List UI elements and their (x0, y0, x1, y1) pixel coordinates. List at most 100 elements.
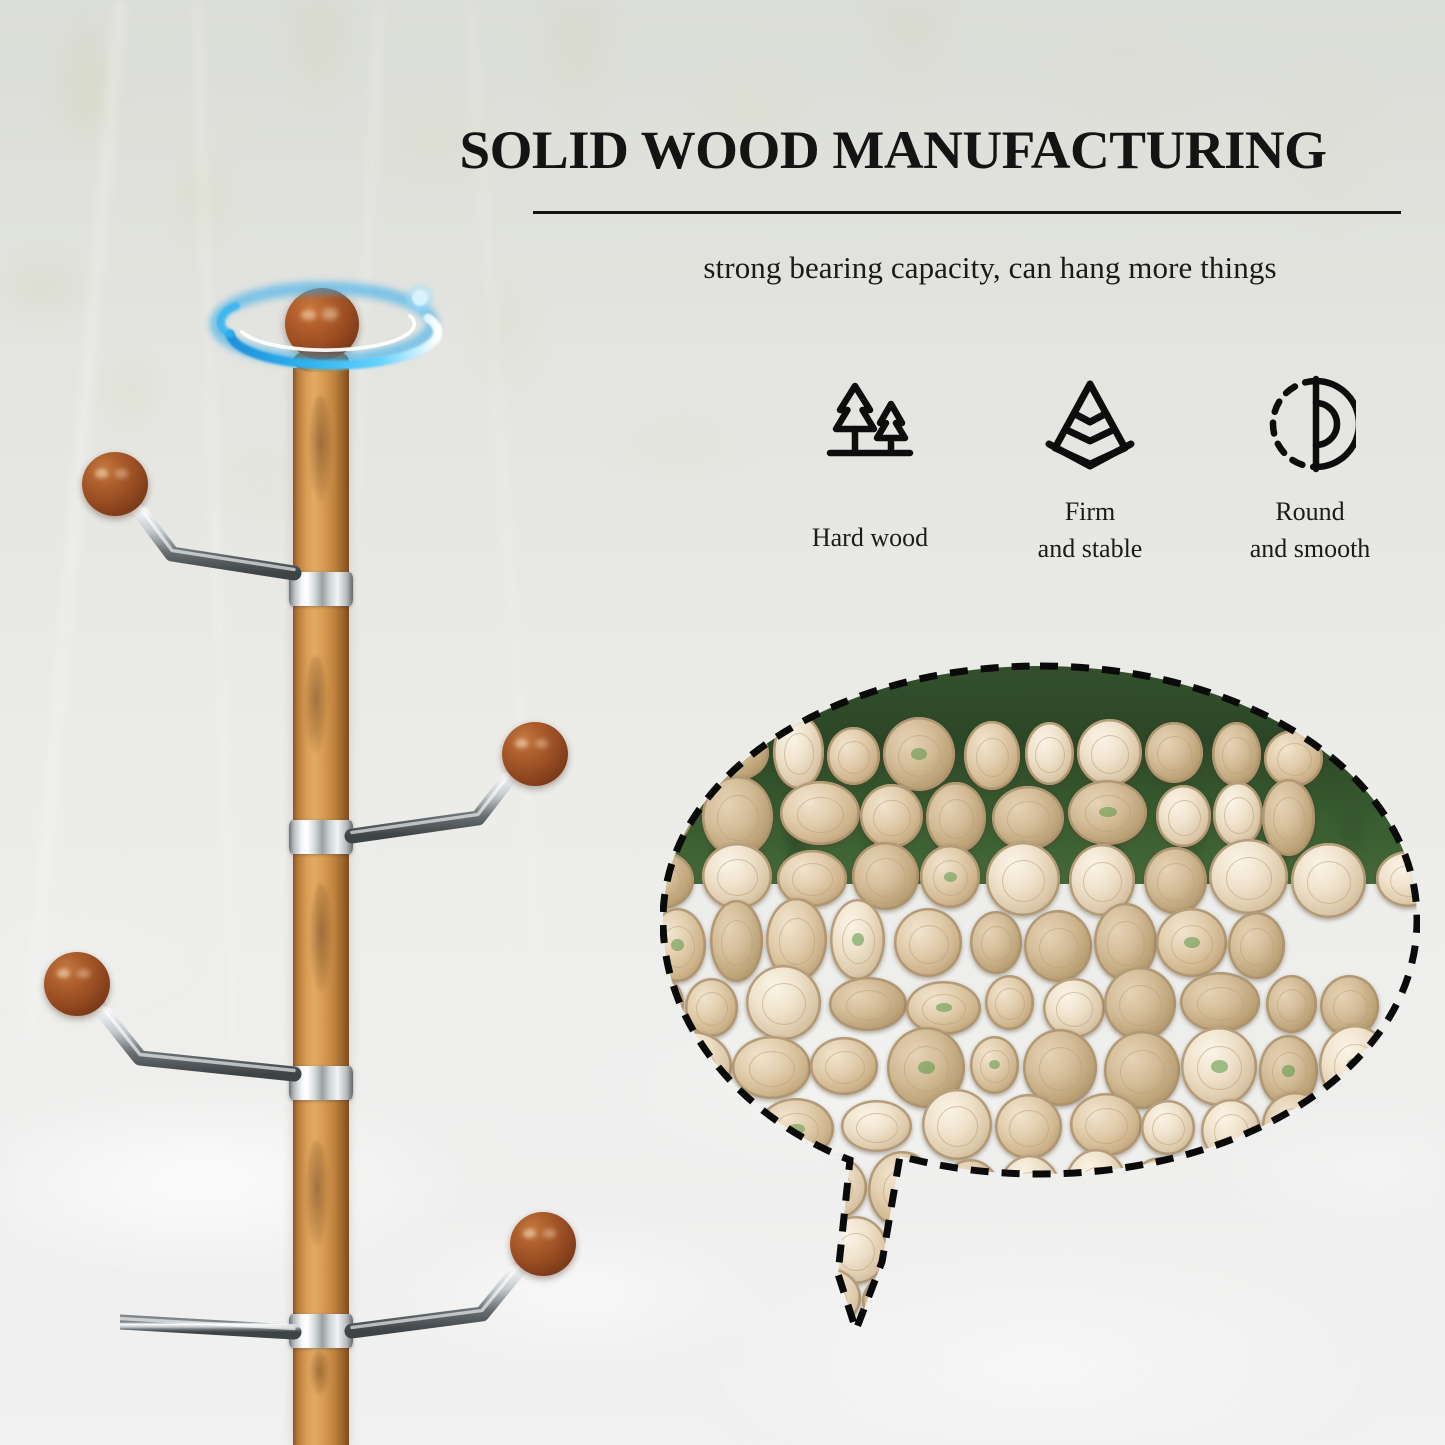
log-end (732, 1036, 811, 1099)
log-paint-mark (1211, 1241, 1226, 1253)
wooden-ball-finial (285, 288, 359, 360)
post-segment-3 (293, 840, 349, 1086)
log-paint-mark (1282, 1065, 1295, 1077)
log-end (1330, 1100, 1408, 1160)
log-end (810, 1037, 878, 1095)
stacked-logs-photo (660, 662, 1420, 1334)
log-paint-mark (918, 1061, 935, 1074)
log-end (972, 1221, 1045, 1279)
log-end (660, 1156, 705, 1227)
log-end (702, 843, 772, 909)
log-end (906, 981, 981, 1035)
hook-rod (344, 748, 534, 844)
log-end (929, 1269, 997, 1330)
log-paint-mark (819, 1293, 834, 1303)
hook-rod (112, 1314, 302, 1340)
log-end (1132, 1269, 1178, 1330)
log-end (758, 1098, 834, 1159)
log-end (1141, 1100, 1195, 1155)
log-paint-mark (1273, 1293, 1288, 1302)
log-paint-mark (964, 1186, 977, 1196)
log-end (1409, 1097, 1420, 1158)
hook-ball-tip (82, 452, 148, 516)
log-end (702, 1095, 750, 1161)
logs-speech-bubble (660, 662, 1420, 1334)
chrome-collar-1 (289, 572, 353, 606)
log-end (1180, 972, 1260, 1032)
log-end (1070, 1093, 1142, 1156)
page-title: SOLID WOOD MANUFACTURING (459, 120, 1327, 180)
log-end (777, 850, 847, 907)
hook-ball-tip (44, 952, 110, 1016)
log-end (660, 717, 697, 791)
log-end (1266, 975, 1317, 1033)
log-end (1129, 1157, 1192, 1224)
log-end (1184, 1264, 1240, 1332)
log-row (660, 1266, 1420, 1334)
two-pine-trees-icon (820, 372, 920, 476)
log-end (1262, 1092, 1329, 1158)
log-end (712, 1157, 791, 1218)
log-end (1068, 780, 1147, 845)
feature-hard-wood: Hard wood (760, 372, 980, 557)
log-paint-mark (664, 808, 675, 818)
log-end (1004, 1276, 1066, 1331)
post-segment-4 (293, 1086, 349, 1336)
hook-ball-tip (502, 722, 568, 786)
log-end (920, 845, 980, 908)
log-end (717, 1266, 790, 1333)
hook-rod (344, 1240, 544, 1339)
log-end (791, 1267, 861, 1328)
log-end (660, 1269, 719, 1327)
log-end (1075, 1265, 1126, 1330)
log-end (970, 911, 1022, 974)
page-subtitle: strong bearing capacity, can hang more t… (703, 250, 1277, 285)
log-end (1195, 1156, 1245, 1215)
log-end (680, 1219, 741, 1276)
log-end (1145, 722, 1203, 783)
log-end (1254, 1154, 1314, 1217)
log-end (1051, 1218, 1125, 1278)
log-paint-mark (1211, 1060, 1228, 1073)
chrome-collar-4 (289, 1314, 353, 1348)
log-end (1247, 1270, 1314, 1326)
log-end (829, 977, 907, 1031)
log-end (660, 975, 684, 1030)
feature-round-and-smooth: Round and smooth (1200, 372, 1420, 568)
log-end (1201, 1099, 1261, 1162)
log-end (1376, 851, 1420, 907)
hook-3-left (42, 950, 312, 1100)
log-paint-mark (989, 1060, 1000, 1069)
log-end (1333, 1220, 1383, 1279)
coat-rack-product (0, 250, 640, 1445)
log-paint-mark (660, 748, 670, 760)
log-end (660, 1217, 680, 1275)
log-end (1127, 1211, 1182, 1277)
log-end (660, 1031, 732, 1101)
log-paint-mark (1347, 1058, 1363, 1071)
hook-4-right (330, 1210, 580, 1360)
log-row (660, 1210, 1420, 1284)
log-end (1259, 1212, 1333, 1275)
log-end (1315, 1274, 1377, 1327)
hook-ball-tip (510, 1212, 576, 1276)
hook-1-left (80, 450, 310, 600)
log-end (701, 725, 769, 781)
log-end (1183, 1210, 1253, 1285)
bubble-photo-clip (660, 662, 1420, 1334)
hook-5-left (112, 1306, 310, 1366)
log-paint-mark (1184, 937, 1200, 948)
post-segment-1 (293, 368, 349, 598)
log-end (841, 1100, 912, 1152)
log-end (660, 782, 693, 843)
log-end (862, 1275, 919, 1327)
log-end (1064, 1149, 1128, 1226)
log-paint-mark (671, 939, 684, 951)
log-end (748, 1211, 822, 1279)
chrome-collar-2 (289, 820, 353, 854)
log-end (893, 1210, 962, 1281)
log-end (660, 851, 694, 909)
feature-label: Firm and stable (1037, 497, 1143, 563)
title-divider (533, 211, 1401, 214)
